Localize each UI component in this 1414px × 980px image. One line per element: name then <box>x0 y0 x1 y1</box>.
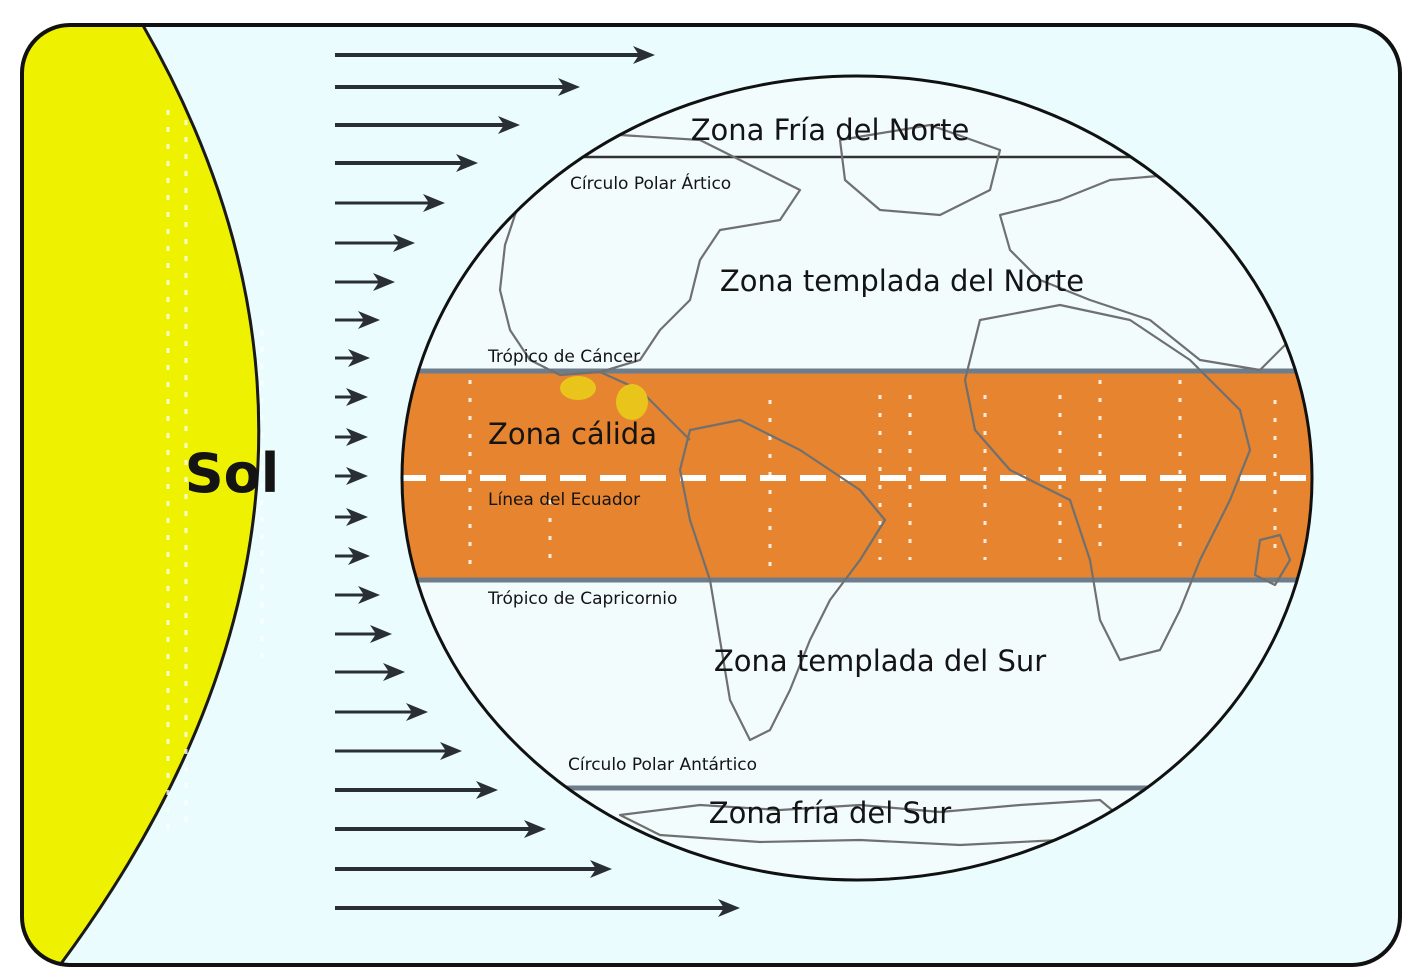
sun-ray-arrow-icon <box>498 116 520 134</box>
sun-ray-arrow-icon <box>348 547 370 565</box>
sun-ray-arrow-icon <box>718 899 740 917</box>
line-label-tropic-cancer: Trópico de Cáncer <box>487 347 640 367</box>
sun-ray-arrow-icon <box>476 781 498 799</box>
greenland-outline <box>838 123 1002 217</box>
zone-label-south-frigid: Zona fría del Sur <box>709 796 951 830</box>
sun-ray-arrow-icon <box>558 78 580 96</box>
zone-label-torrid: Zona cálida <box>488 417 657 451</box>
africa-outline <box>963 303 1252 662</box>
sun-ray-arrow-icon <box>346 467 368 485</box>
sun-ray-arrow-icon <box>423 194 445 212</box>
sun-ray-arrow-icon <box>370 625 392 643</box>
sun-disc <box>22 25 261 965</box>
madagascar-outline <box>1253 533 1292 587</box>
zone-label-north-frigid: Zona Fría del Norte <box>691 113 970 147</box>
sun-label: Sol <box>185 442 280 505</box>
sun-ray-arrow-icon <box>440 742 462 760</box>
caribbean-highlight <box>560 376 648 420</box>
sun-ray-arrow-icon <box>358 311 380 329</box>
sun-ray-arrow-icon <box>348 349 370 367</box>
zone-label-south-temperate: Zona templada del Sur <box>714 644 1046 678</box>
sun-ray-arrow-icon <box>346 388 368 406</box>
sun-ray-arrow-icon <box>524 820 546 838</box>
zone-label-north-temperate: Zona templada del Norte <box>720 264 1084 298</box>
line-label-antarctic-circle: Círculo Polar Antártico <box>568 755 757 775</box>
sun-ray-arrow-icon <box>406 703 428 721</box>
sun-ray-arrow-icon <box>590 860 612 878</box>
line-label-arctic-circle: Círculo Polar Ártico <box>570 172 731 194</box>
diagram-frame <box>20 23 1402 967</box>
sun-rays <box>335 46 740 917</box>
europe-asia-outline <box>998 173 1302 372</box>
sun-ray-arrow-icon <box>346 508 368 526</box>
north-america-outline <box>498 133 802 377</box>
band-texture <box>468 380 1277 570</box>
globe-outline <box>400 74 1314 882</box>
sun-ray-arrow-icon <box>358 586 380 604</box>
sun-ray-arrow-icon <box>373 273 395 291</box>
central-america-outline <box>599 370 691 441</box>
south-america-outline <box>678 418 887 742</box>
line-label-tropic-capricorn: Trópico de Capricornio <box>487 589 677 609</box>
sun-ray-arrow-icon <box>456 154 478 172</box>
sun-ray-arrow-icon <box>346 428 368 446</box>
line-label-equator: Línea del Ecuador <box>488 490 640 510</box>
sun-texture <box>166 110 264 840</box>
sun-ray-arrow-icon <box>383 663 405 681</box>
sun-ray-arrow-icon <box>633 46 655 64</box>
sun-ray-arrow-icon <box>393 234 415 252</box>
